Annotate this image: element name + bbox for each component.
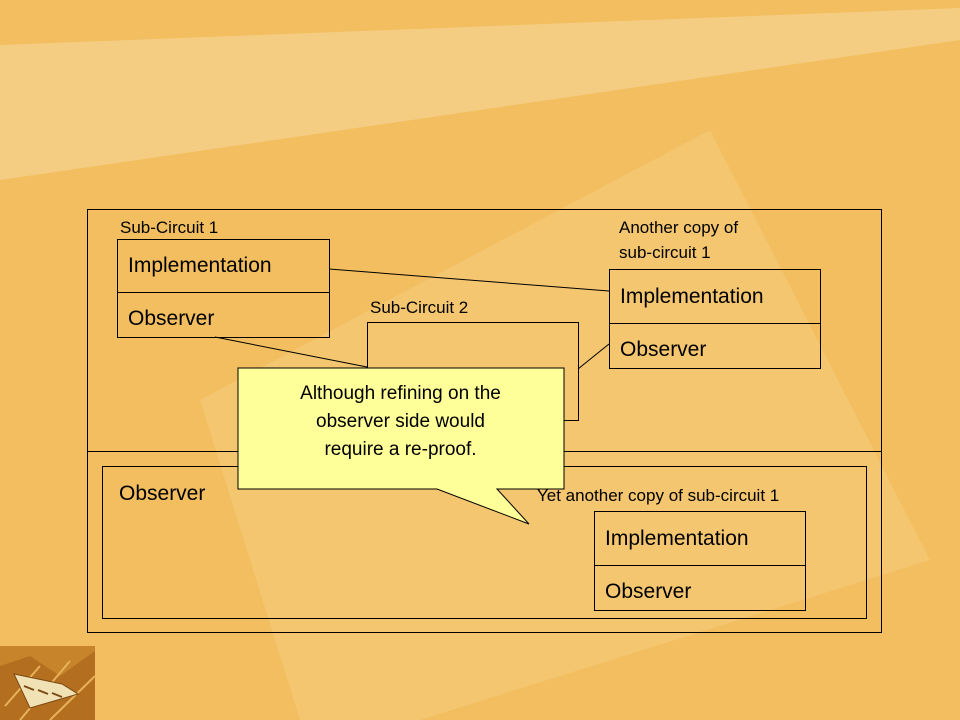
callout-shape: [237, 367, 565, 525]
background-blade-shape: [200, 130, 930, 720]
copy-1-title-line-2: sub-circuit 1: [619, 243, 711, 262]
callout-text: Although refining on the observer side w…: [239, 380, 562, 464]
sub-circuit-1-title: Sub-Circuit 1: [120, 218, 219, 237]
copy-2-box: Implementation Observer: [594, 511, 806, 611]
copy-1-divider: [610, 323, 820, 324]
copy-2-title: Yet another copy of sub-circuit 1: [537, 486, 780, 505]
connector-impl-to-impl: [328, 268, 610, 292]
observer-region-title: Observer: [119, 482, 206, 505]
callout-line-1: Although refining on the: [300, 383, 501, 404]
callout-line-3: require a re-proof.: [324, 439, 477, 460]
outer-frame: [87, 209, 882, 633]
copy-2-divider: [595, 565, 805, 566]
sub-circuit-1-divider: [118, 292, 329, 293]
sub-circuit-2-title: Sub-Circuit 2: [370, 298, 469, 317]
sub-circuit-1-implementation: Implementation: [128, 254, 272, 277]
slide-logo-thumbnail-icon: [0, 646, 95, 720]
copy-2-implementation: Implementation: [605, 527, 749, 550]
connector-observer-to-sub2: [214, 336, 368, 368]
background-stripe: [0, 8, 960, 180]
callout-line-2: observer side would: [316, 411, 485, 432]
copy-2-observer: Observer: [605, 580, 692, 603]
copy-1-box: Implementation Observer: [609, 269, 821, 369]
sub-circuit-1-box: Implementation Observer: [117, 239, 330, 338]
copy-1-title-line-1: Another copy of: [619, 218, 739, 237]
copy-1-implementation: Implementation: [620, 285, 764, 308]
copy-1-observer: Observer: [620, 338, 707, 361]
connector-sub2-to-observer: [577, 343, 610, 370]
sub-circuit-1-observer: Observer: [128, 307, 215, 330]
